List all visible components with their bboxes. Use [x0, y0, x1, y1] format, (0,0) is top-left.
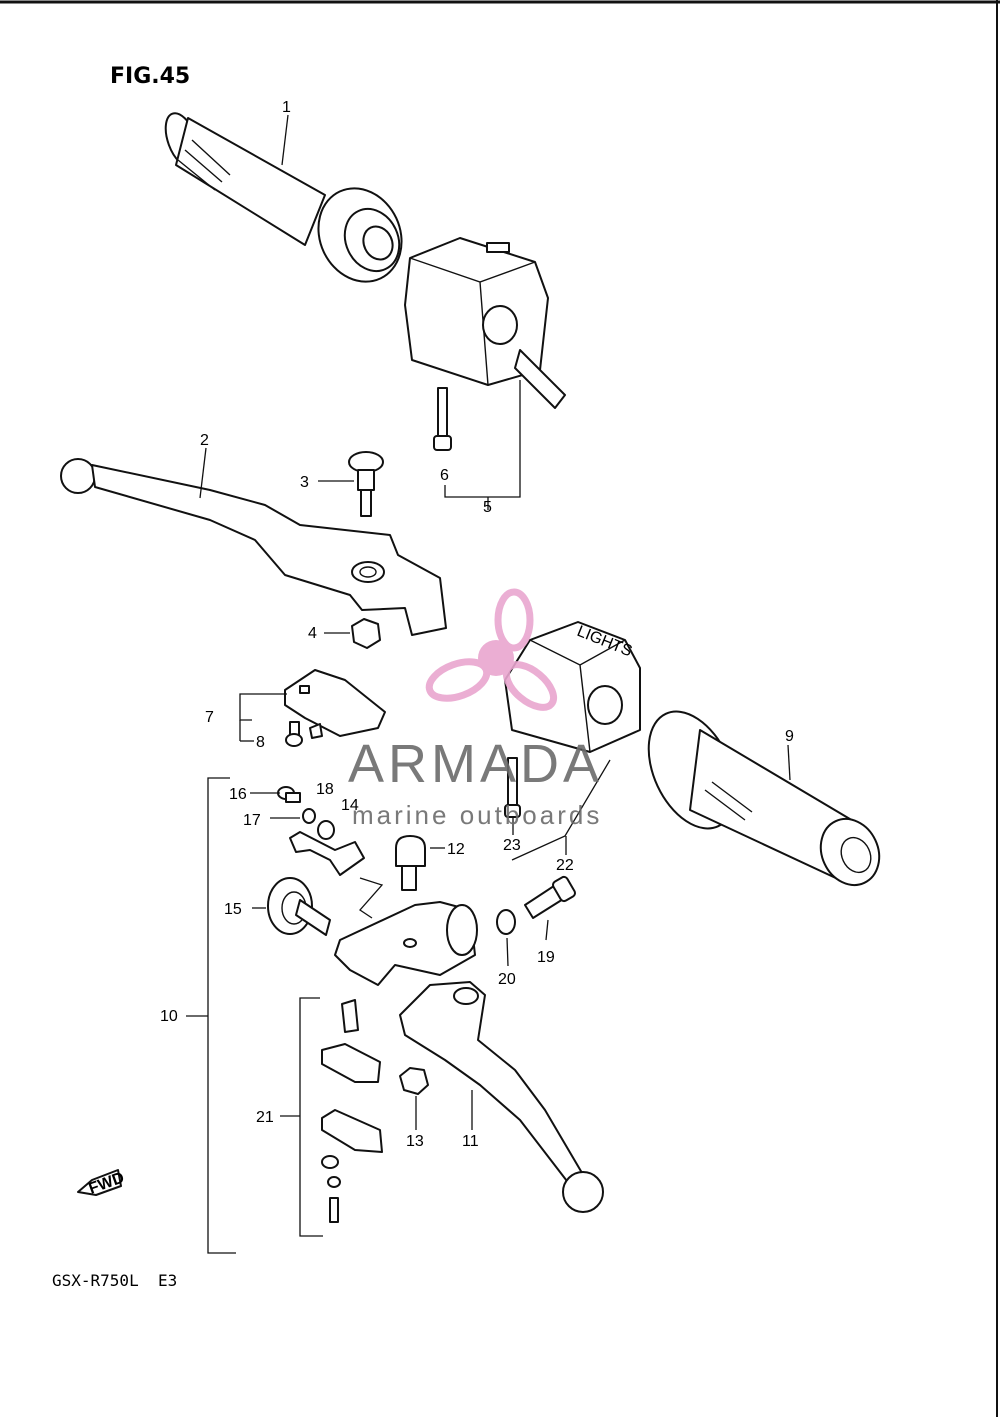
callout-15: 15: [224, 901, 242, 918]
figure-title: FIG.45: [110, 64, 190, 89]
model-code: GSX-R750L E3: [52, 1271, 177, 1290]
callout-5: 5: [483, 499, 492, 516]
callout-21: 21: [256, 1109, 274, 1126]
callout-4: 4: [308, 625, 317, 642]
switch-kit-21-part: [321, 999, 383, 1223]
callout-16: 16: [229, 786, 247, 803]
throttle-grip-part: [164, 112, 403, 283]
brake-lever-part: [60, 458, 447, 636]
nut-13-part: [399, 1067, 429, 1095]
bolt-19-part: [524, 875, 576, 919]
callout-1: 1: [282, 99, 291, 116]
callout-labels: 1 2 3 4 5 6 7 8 9 10 11 12 13 14 15 16 1…: [160, 99, 794, 1150]
leader-lines: [186, 114, 791, 1254]
adjuster-15-part: [267, 877, 331, 936]
right-switch-housing-part: [404, 237, 566, 409]
washer-17-part: [302, 808, 316, 824]
callout-12: 12: [447, 841, 465, 858]
callout-17: 17: [243, 812, 261, 829]
callout-20: 20: [498, 971, 516, 988]
callout-11: 11: [462, 1133, 479, 1150]
callout-10: 10: [160, 1008, 178, 1025]
callout-14: 14: [341, 797, 359, 814]
callout-7: 7: [205, 709, 214, 726]
pivot-bolt-12-part: [395, 835, 426, 891]
washer-20-part: [496, 909, 516, 935]
propeller-logo-icon: [425, 588, 558, 711]
callout-22: 22: [556, 857, 574, 874]
screw-23-part: [504, 757, 521, 818]
brake-light-switch-part: [284, 669, 386, 739]
callout-23: 23: [503, 837, 521, 854]
callout-8: 8: [256, 734, 265, 751]
watermark-brand: ARMADA: [348, 734, 603, 794]
watermark-tagline: marine outboards: [352, 800, 602, 830]
callout-9: 9: [785, 728, 794, 745]
nut-4-part: [351, 618, 381, 649]
callout-2: 2: [200, 432, 209, 449]
clutch-lever-part: [399, 981, 604, 1213]
bracket-14-part: [289, 831, 365, 876]
callout-19: 19: [537, 949, 555, 966]
screw-6-part: [433, 387, 452, 451]
screw-8-part: [285, 721, 303, 747]
callout-6: 6: [440, 467, 449, 484]
washer-18-part: [317, 820, 335, 840]
pivot-bolt-3-part: [348, 451, 384, 517]
callout-18: 18: [316, 781, 334, 798]
clutch-lever-bracket-part: [334, 901, 478, 986]
callout-3: 3: [300, 474, 309, 491]
callout-13: 13: [406, 1133, 424, 1150]
watermark: ARMADA marine outboards: [348, 588, 603, 830]
left-grip-part: [647, 710, 881, 887]
